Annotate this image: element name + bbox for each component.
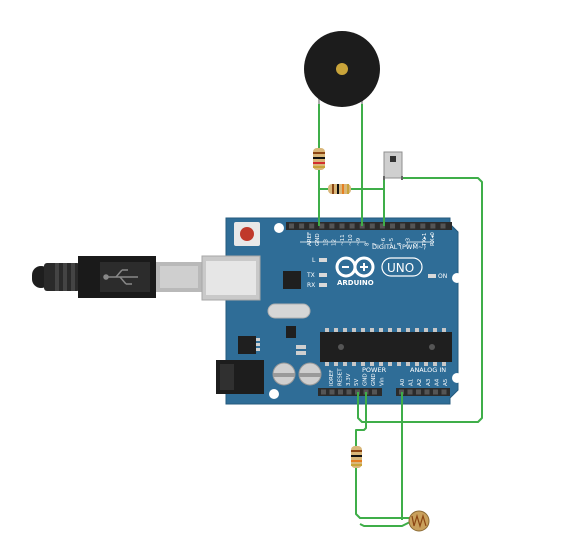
pin-label: RX◂0 bbox=[430, 232, 436, 246]
pin-label: A5 bbox=[443, 378, 449, 386]
digital-pin-hole[interactable] bbox=[329, 223, 335, 229]
resistor-vertical-bottom[interactable] bbox=[351, 446, 362, 468]
crystal bbox=[267, 303, 311, 319]
pin-label: AREF bbox=[307, 232, 313, 246]
pin-label: A3 bbox=[426, 378, 432, 386]
digital-pin-hole[interactable] bbox=[430, 223, 436, 229]
digital-pin-hole[interactable] bbox=[400, 223, 406, 229]
photoresistor[interactable] bbox=[408, 510, 430, 532]
power-label: POWER bbox=[362, 366, 387, 374]
led-on-label: ON bbox=[438, 273, 447, 280]
analog-pin-hole[interactable] bbox=[407, 389, 413, 395]
arduino-logo bbox=[335, 256, 375, 278]
pin-label: A2 bbox=[417, 379, 423, 386]
digital-pin-hole[interactable] bbox=[390, 223, 395, 229]
digital-pin-hole[interactable] bbox=[299, 223, 305, 229]
wire-button-5v bbox=[357, 177, 483, 423]
digital-pin-hole[interactable] bbox=[349, 223, 355, 229]
pin-label: TX▸1 bbox=[422, 233, 428, 247]
pin-label: GND bbox=[371, 373, 377, 386]
capacitor bbox=[298, 362, 322, 386]
digital-header-label: DIGITAL (PWM~) bbox=[372, 243, 426, 251]
pin-label: ~5 bbox=[389, 237, 395, 246]
led-on bbox=[428, 274, 436, 278]
digital-header[interactable] bbox=[286, 222, 452, 230]
power-pin-hole[interactable] bbox=[321, 389, 326, 395]
pin-label: 2 bbox=[414, 243, 420, 247]
pin-label: IOREF bbox=[329, 370, 335, 386]
led-l bbox=[319, 258, 327, 262]
wire-gnd-resistor bbox=[355, 392, 367, 446]
power-pin-hole[interactable] bbox=[346, 389, 352, 395]
pin-label: 8 bbox=[364, 242, 370, 246]
resistor-vertical-top[interactable] bbox=[313, 148, 325, 170]
pin-label: A1 bbox=[409, 379, 415, 386]
led-rx bbox=[319, 283, 327, 287]
pin-label: RESET bbox=[337, 368, 343, 386]
analog-pin-hole[interactable] bbox=[441, 389, 447, 395]
capacitor bbox=[272, 362, 296, 386]
digital-pin-hole[interactable] bbox=[420, 223, 426, 229]
digital-pin-hole[interactable] bbox=[339, 223, 345, 229]
pin-label: ~6 bbox=[381, 237, 387, 246]
arduino-uno-board[interactable]: L TX RX ON ARDUINO UNO bbox=[201, 217, 462, 405]
atmega-chip bbox=[320, 328, 452, 366]
analog-header[interactable] bbox=[396, 388, 450, 396]
pin-label: 3.3V bbox=[346, 373, 352, 386]
led-l-label: L bbox=[312, 257, 316, 264]
small-ic bbox=[286, 326, 296, 338]
wires[interactable] bbox=[318, 103, 483, 527]
pin-label: A0 bbox=[400, 378, 406, 386]
digital-pin-hole[interactable] bbox=[289, 223, 294, 229]
pin-label: ~10 bbox=[348, 234, 354, 246]
mount-hole bbox=[452, 373, 462, 383]
mount-hole bbox=[274, 223, 284, 233]
digital-pin-hole[interactable] bbox=[319, 223, 325, 229]
brand-label: ARDUINO bbox=[337, 279, 374, 287]
pin-label: 7 bbox=[373, 242, 379, 246]
resistor-horizontal[interactable] bbox=[328, 184, 351, 194]
pin-label: 12 bbox=[332, 239, 338, 246]
digital-pin-hole[interactable] bbox=[379, 223, 385, 229]
pin-label: GND bbox=[363, 373, 369, 386]
digital-pin-hole[interactable] bbox=[309, 223, 315, 229]
power-pin-hole[interactable] bbox=[372, 389, 377, 395]
led-tx bbox=[319, 273, 327, 277]
usb-cable[interactable] bbox=[32, 256, 202, 298]
power-pin-hole[interactable] bbox=[338, 389, 343, 395]
mount-hole bbox=[452, 273, 462, 283]
pin-label: A4 bbox=[434, 378, 440, 386]
analog-pin-hole[interactable] bbox=[433, 389, 438, 395]
power-pin-hole[interactable] bbox=[329, 389, 335, 395]
digital-pin-hole[interactable] bbox=[410, 223, 416, 229]
model-badge bbox=[381, 257, 423, 277]
piezo-buzzer[interactable] bbox=[304, 31, 380, 107]
digital-pin-hole[interactable] bbox=[440, 223, 446, 229]
analog-pin-hole[interactable] bbox=[424, 389, 430, 395]
usb-symbol-icon bbox=[103, 269, 138, 285]
digital-pin-hole[interactable] bbox=[369, 223, 375, 229]
led-rx-label: RX bbox=[307, 282, 315, 289]
pin-label: 5V bbox=[354, 379, 360, 386]
reset-button[interactable] bbox=[234, 222, 260, 246]
usb-chip bbox=[283, 271, 301, 289]
pushbutton[interactable] bbox=[383, 151, 403, 180]
model-label: UNO bbox=[387, 261, 414, 275]
pin-label: ~11 bbox=[340, 234, 346, 246]
pin-label: 4 bbox=[397, 242, 403, 246]
mount-hole bbox=[269, 389, 279, 399]
analog-label: ANALOG IN bbox=[410, 366, 446, 374]
regulator bbox=[238, 336, 256, 354]
led-tx-label: TX bbox=[306, 272, 315, 279]
pin-label: GND bbox=[315, 233, 321, 246]
pin-label: Vin bbox=[379, 377, 385, 386]
analog-pin-hole[interactable] bbox=[416, 389, 421, 395]
